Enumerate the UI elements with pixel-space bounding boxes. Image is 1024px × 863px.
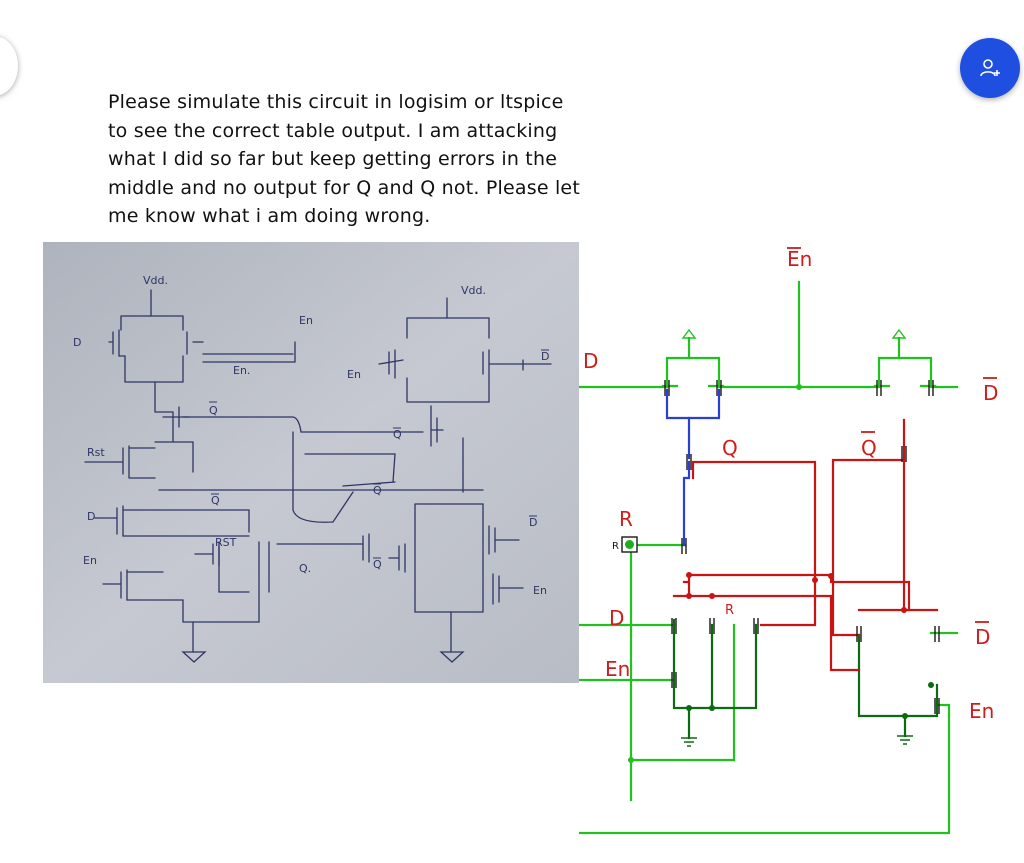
q-bar-output-label: Q bbox=[861, 436, 877, 460]
vdd-left-label: Vdd. bbox=[143, 274, 168, 287]
q-bar-mid-label: Q bbox=[393, 428, 402, 441]
r-small-label: R bbox=[725, 603, 734, 618]
vdd-right-label: Vdd. bbox=[461, 284, 486, 297]
d-bar-output-label: D bbox=[983, 381, 998, 405]
circuit-schematic: En D D Q Q R D En D En R R bbox=[579, 247, 998, 835]
question-line: what I did so far but keep getting error… bbox=[108, 148, 558, 171]
d-bar-lower-label: D bbox=[975, 625, 990, 649]
d-input-label: D bbox=[583, 349, 598, 373]
q-top-label: Q bbox=[209, 404, 218, 417]
d-lower-label: D bbox=[87, 510, 95, 523]
en-mid-right-label: En bbox=[347, 368, 361, 381]
en-lower-label: En bbox=[83, 554, 97, 567]
r-input-pin[interactable] bbox=[621, 536, 638, 553]
d-bar-lower-label: D bbox=[529, 516, 537, 529]
question-line: Please simulate this circuit in logisim … bbox=[108, 91, 564, 113]
rst-label: Rst bbox=[87, 446, 105, 459]
question-line: middle and no output for Q and Q not. Pl… bbox=[108, 176, 580, 199]
rst-lower-label: RST bbox=[215, 536, 237, 549]
q-bar-lower-label: Q bbox=[373, 558, 382, 571]
question-line: me know what i am doing wrong. bbox=[108, 205, 431, 228]
r-hand-label: R bbox=[619, 507, 633, 531]
hand-drawn-circuit: Vdd. Vdd. D D En En. En Q Q Q Rst Q D RS… bbox=[43, 242, 579, 683]
hand-drawn-circuit-photo: Vdd. Vdd. D D En En. En Q Q Q Rst Q D RS… bbox=[43, 242, 579, 683]
en-mid-left-label: En. bbox=[233, 364, 250, 377]
question-line: to see the correct table output. I am at… bbox=[108, 119, 558, 142]
r-pin-label: R bbox=[612, 541, 619, 552]
q-bar-left-label: Q bbox=[211, 494, 220, 507]
question-text: Please simulate this circuit in logisim … bbox=[108, 88, 668, 231]
en-bar-top-label: En bbox=[787, 247, 812, 271]
d-label: D bbox=[73, 336, 81, 349]
en-top-label: En bbox=[299, 314, 313, 327]
q-output-label: Q bbox=[722, 436, 738, 460]
d-bar-top-label: D bbox=[541, 350, 549, 363]
en-lower-label: En bbox=[605, 657, 630, 681]
en-right-label: En bbox=[969, 699, 994, 723]
add-user-button[interactable] bbox=[960, 38, 1020, 98]
add-user-icon bbox=[980, 59, 1000, 77]
en-lower-right-label: En bbox=[533, 584, 547, 597]
d-lower-label: D bbox=[609, 606, 624, 630]
side-panel-toggle[interactable] bbox=[0, 36, 18, 96]
q-right-label: Q bbox=[373, 484, 382, 497]
q-lower-label: Q. bbox=[299, 562, 311, 575]
